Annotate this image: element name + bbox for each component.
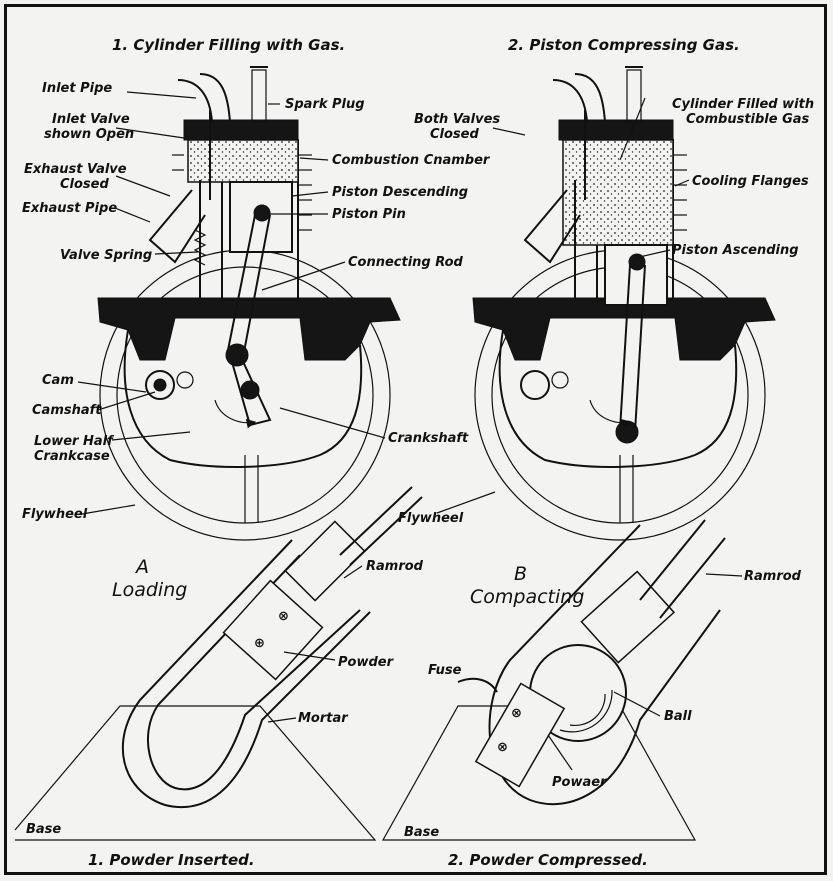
label-both-valves-1: Both Valves: [414, 112, 500, 127]
label-exhaust-valve-2: Closed: [60, 177, 109, 192]
label-inlet-valve-2: shown Open: [44, 127, 134, 142]
mortar-a-letter: A: [134, 556, 149, 578]
label-exhaust-valve-1: Exhaust Valve: [24, 162, 127, 177]
label-base-a: Base: [26, 822, 61, 837]
label-spark-plug: Spark Plug: [285, 97, 365, 112]
label-fuse: Fuse: [428, 663, 462, 678]
mortar-a-title: Loading: [112, 579, 187, 601]
label-ball: Ball: [664, 709, 692, 724]
caption-b: 2. Powder Compressed.: [448, 851, 648, 869]
label-connecting-rod: Connecting Rod: [348, 255, 464, 270]
label-piston-ascending: Piston Ascending: [672, 243, 799, 258]
label-crankshaft: Crankshaft: [388, 431, 469, 446]
label-lower-half-1: Lower Half: [34, 434, 115, 449]
label-lower-half-2: Crankcase: [34, 449, 110, 464]
label-inlet-valve-1: Inlet Valve: [52, 112, 130, 127]
label-ramrod-a: Ramrod: [366, 559, 424, 574]
fig2-title: 2. Piston Compressing Gas.: [508, 36, 740, 54]
label-exhaust-pipe: Exhaust Pipe: [22, 201, 117, 216]
label-camshaft: Camshaft: [32, 403, 102, 418]
label-piston-descending: Piston Descending: [332, 185, 468, 200]
label-flywheel-1: Flywheel: [22, 507, 88, 522]
mortar-b-title: Compacting: [470, 586, 584, 608]
label-powder-b: Powaer: [552, 775, 608, 790]
label-powder-a: Powder: [338, 655, 395, 670]
caption-a: 1. Powder Inserted.: [88, 851, 255, 869]
label-ramrod-b: Ramrod: [744, 569, 802, 584]
label-valve-spring: Valve Spring: [60, 248, 152, 263]
label-cooling-flanges: Cooling Flanges: [692, 174, 809, 189]
label-combustion-chamber: Combustion Cnamber: [332, 153, 491, 168]
label-both-valves-2: Closed: [430, 127, 479, 142]
label-mortar: Mortar: [298, 711, 349, 726]
label-cyl-filled-1: Cylinder Filled with: [672, 97, 814, 112]
mortar-b-letter: B: [514, 563, 527, 585]
label-flywheel-2: Flywheel: [398, 511, 464, 526]
fig1-title: 1. Cylinder Filling with Gas.: [112, 36, 345, 54]
label-cyl-filled-2: Combustible Gas: [686, 112, 810, 127]
label-piston-pin: Piston Pin: [332, 207, 406, 222]
label-base-b: Base: [404, 825, 439, 840]
label-cam: Cam: [42, 373, 74, 388]
label-inlet-pipe: Inlet Pipe: [42, 81, 112, 96]
